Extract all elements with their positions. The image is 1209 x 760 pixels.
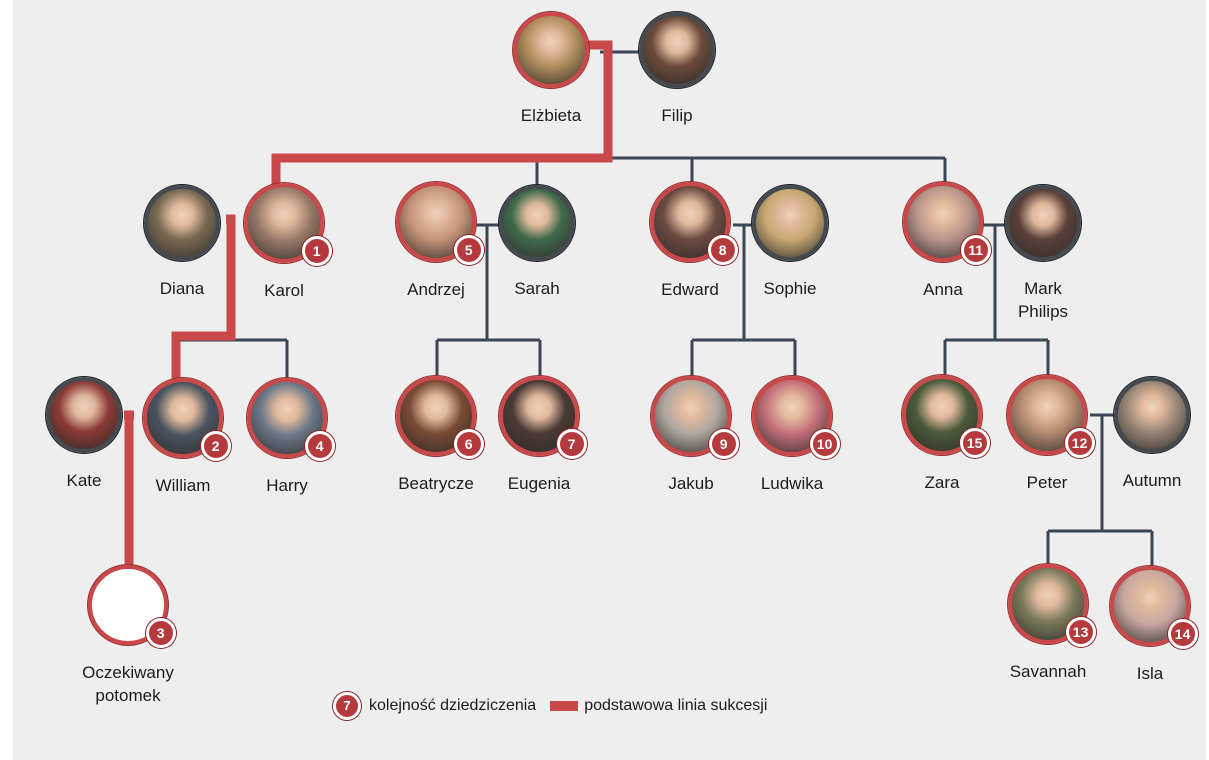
- rank-badge: 2: [200, 430, 231, 461]
- person-name: Savannah: [1009, 662, 1087, 681]
- person-name: Mark Philips: [1017, 279, 1069, 321]
- person-name: Sarah: [514, 279, 560, 298]
- person-name: Peter: [1026, 473, 1068, 492]
- portrait-mark: [1005, 185, 1081, 261]
- portrait-sophie: [752, 185, 828, 261]
- rank-badge: 1: [301, 235, 332, 266]
- person-name: Sophie: [763, 279, 817, 298]
- person-name: Autumn: [1122, 471, 1182, 490]
- rank-badge: 11: [960, 234, 991, 265]
- rank-badge: 15: [959, 427, 990, 458]
- portrait-harry: [247, 378, 327, 458]
- legend: 7 kolejność dziedziczenia podstawowa lin…: [333, 691, 767, 721]
- person-name: Isla: [1136, 664, 1164, 683]
- person-name: Filip: [661, 106, 693, 125]
- portrait-elzbieta: [513, 12, 589, 88]
- rank-badge: 3: [145, 617, 176, 648]
- person-name: Karol: [264, 281, 304, 300]
- legend-line-label: podstawowa linia sukcesji: [584, 697, 768, 714]
- legend-line-swatch: [550, 701, 579, 711]
- person-name: Zara: [924, 473, 960, 492]
- rank-badge: 13: [1065, 616, 1096, 647]
- person-name: Andrzej: [407, 280, 465, 299]
- person-name: Diana: [159, 279, 205, 298]
- portrait-anna: [903, 182, 983, 262]
- succession-line: [271, 40, 613, 188]
- rank-badge: 8: [707, 234, 738, 265]
- portrait-kate: [46, 377, 122, 453]
- person-name: Anna: [923, 280, 963, 299]
- rank-badge: 6: [453, 428, 484, 459]
- person-name: Jakub: [668, 474, 714, 493]
- portrait-savannah: [1008, 564, 1088, 644]
- portrait-sarah: [499, 185, 575, 261]
- rank-badge: 9: [708, 428, 739, 459]
- person-name: Kate: [66, 471, 102, 490]
- person-name: Edward: [661, 280, 719, 299]
- rank-badge: 5: [453, 234, 484, 265]
- person-name: William: [155, 476, 211, 495]
- person-name: Harry: [266, 476, 308, 495]
- rank-badge: 4: [304, 430, 335, 461]
- legend-order-label: kolejność dziedziczenia: [369, 697, 537, 714]
- person-name: Beatrycze: [398, 474, 474, 493]
- rank-badge: 14: [1167, 618, 1198, 649]
- rank-badge: 7: [556, 428, 587, 459]
- portrait-autumn: [1114, 377, 1190, 453]
- person-name: Ludwika: [760, 474, 824, 493]
- succession-line: [171, 214, 236, 386]
- portrait-diana: [144, 185, 220, 261]
- person-name: Eugenia: [507, 474, 571, 493]
- person-name: Oczekiwany potomek: [82, 663, 174, 705]
- portrait-filip: [639, 12, 715, 88]
- rank-badge: 12: [1064, 427, 1095, 458]
- rank-badge: 10: [809, 428, 840, 459]
- person-name: Elżbieta: [520, 106, 582, 125]
- legend-rank-badge: 7: [333, 692, 361, 720]
